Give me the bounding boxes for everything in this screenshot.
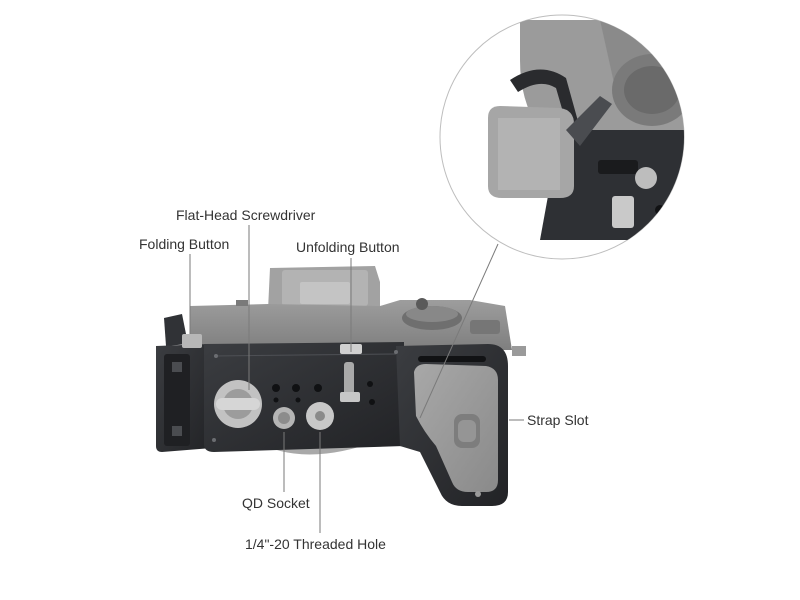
callout-threaded-hole: 1/4"-20 Threaded Hole <box>245 536 386 552</box>
callout-folding-button: Folding Button <box>139 236 230 252</box>
callout-qd-socket: QD Socket <box>242 495 310 511</box>
zoom-detail <box>439 14 685 260</box>
callout-flat-head-screwdriver: Flat-Head Screwdriver <box>176 207 316 223</box>
callout-strap-slot: Strap Slot <box>527 412 589 428</box>
callout-unfolding-button: Unfolding Button <box>296 239 400 255</box>
cage-plate <box>156 314 508 506</box>
leader-lines <box>189 225 524 533</box>
